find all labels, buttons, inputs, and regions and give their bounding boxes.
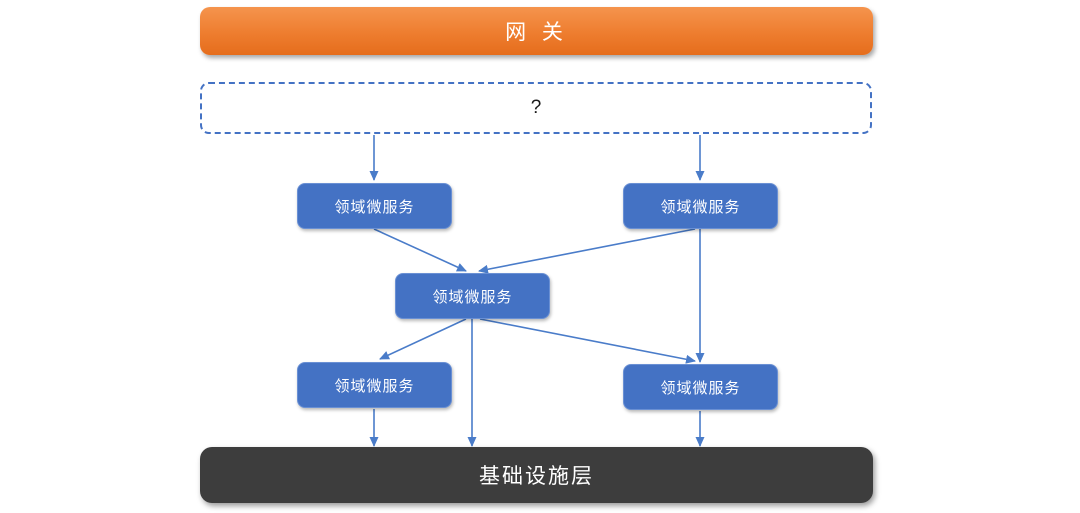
microservice-node-top-right: 领域微服务	[623, 183, 778, 229]
unknown-layer-node: ?	[200, 82, 872, 134]
microservice-node-bottom-right: 领域微服务	[623, 364, 778, 410]
microservice-node-middle: 领域微服务	[395, 273, 550, 319]
infrastructure-node: 基础设施层	[200, 447, 873, 503]
microservice-node-top-left: 领域微服务	[297, 183, 452, 229]
gateway-node: 网 关	[200, 7, 873, 55]
arrow-middle-to-bottom-left	[379, 318, 467, 360]
microservice-node-bottom-left: 领域微服务	[297, 362, 452, 408]
arrow-top-left-to-middle	[373, 228, 467, 272]
arrow-top-right-to-middle	[478, 228, 696, 274]
arrow-middle-to-bottom-right	[479, 318, 696, 364]
